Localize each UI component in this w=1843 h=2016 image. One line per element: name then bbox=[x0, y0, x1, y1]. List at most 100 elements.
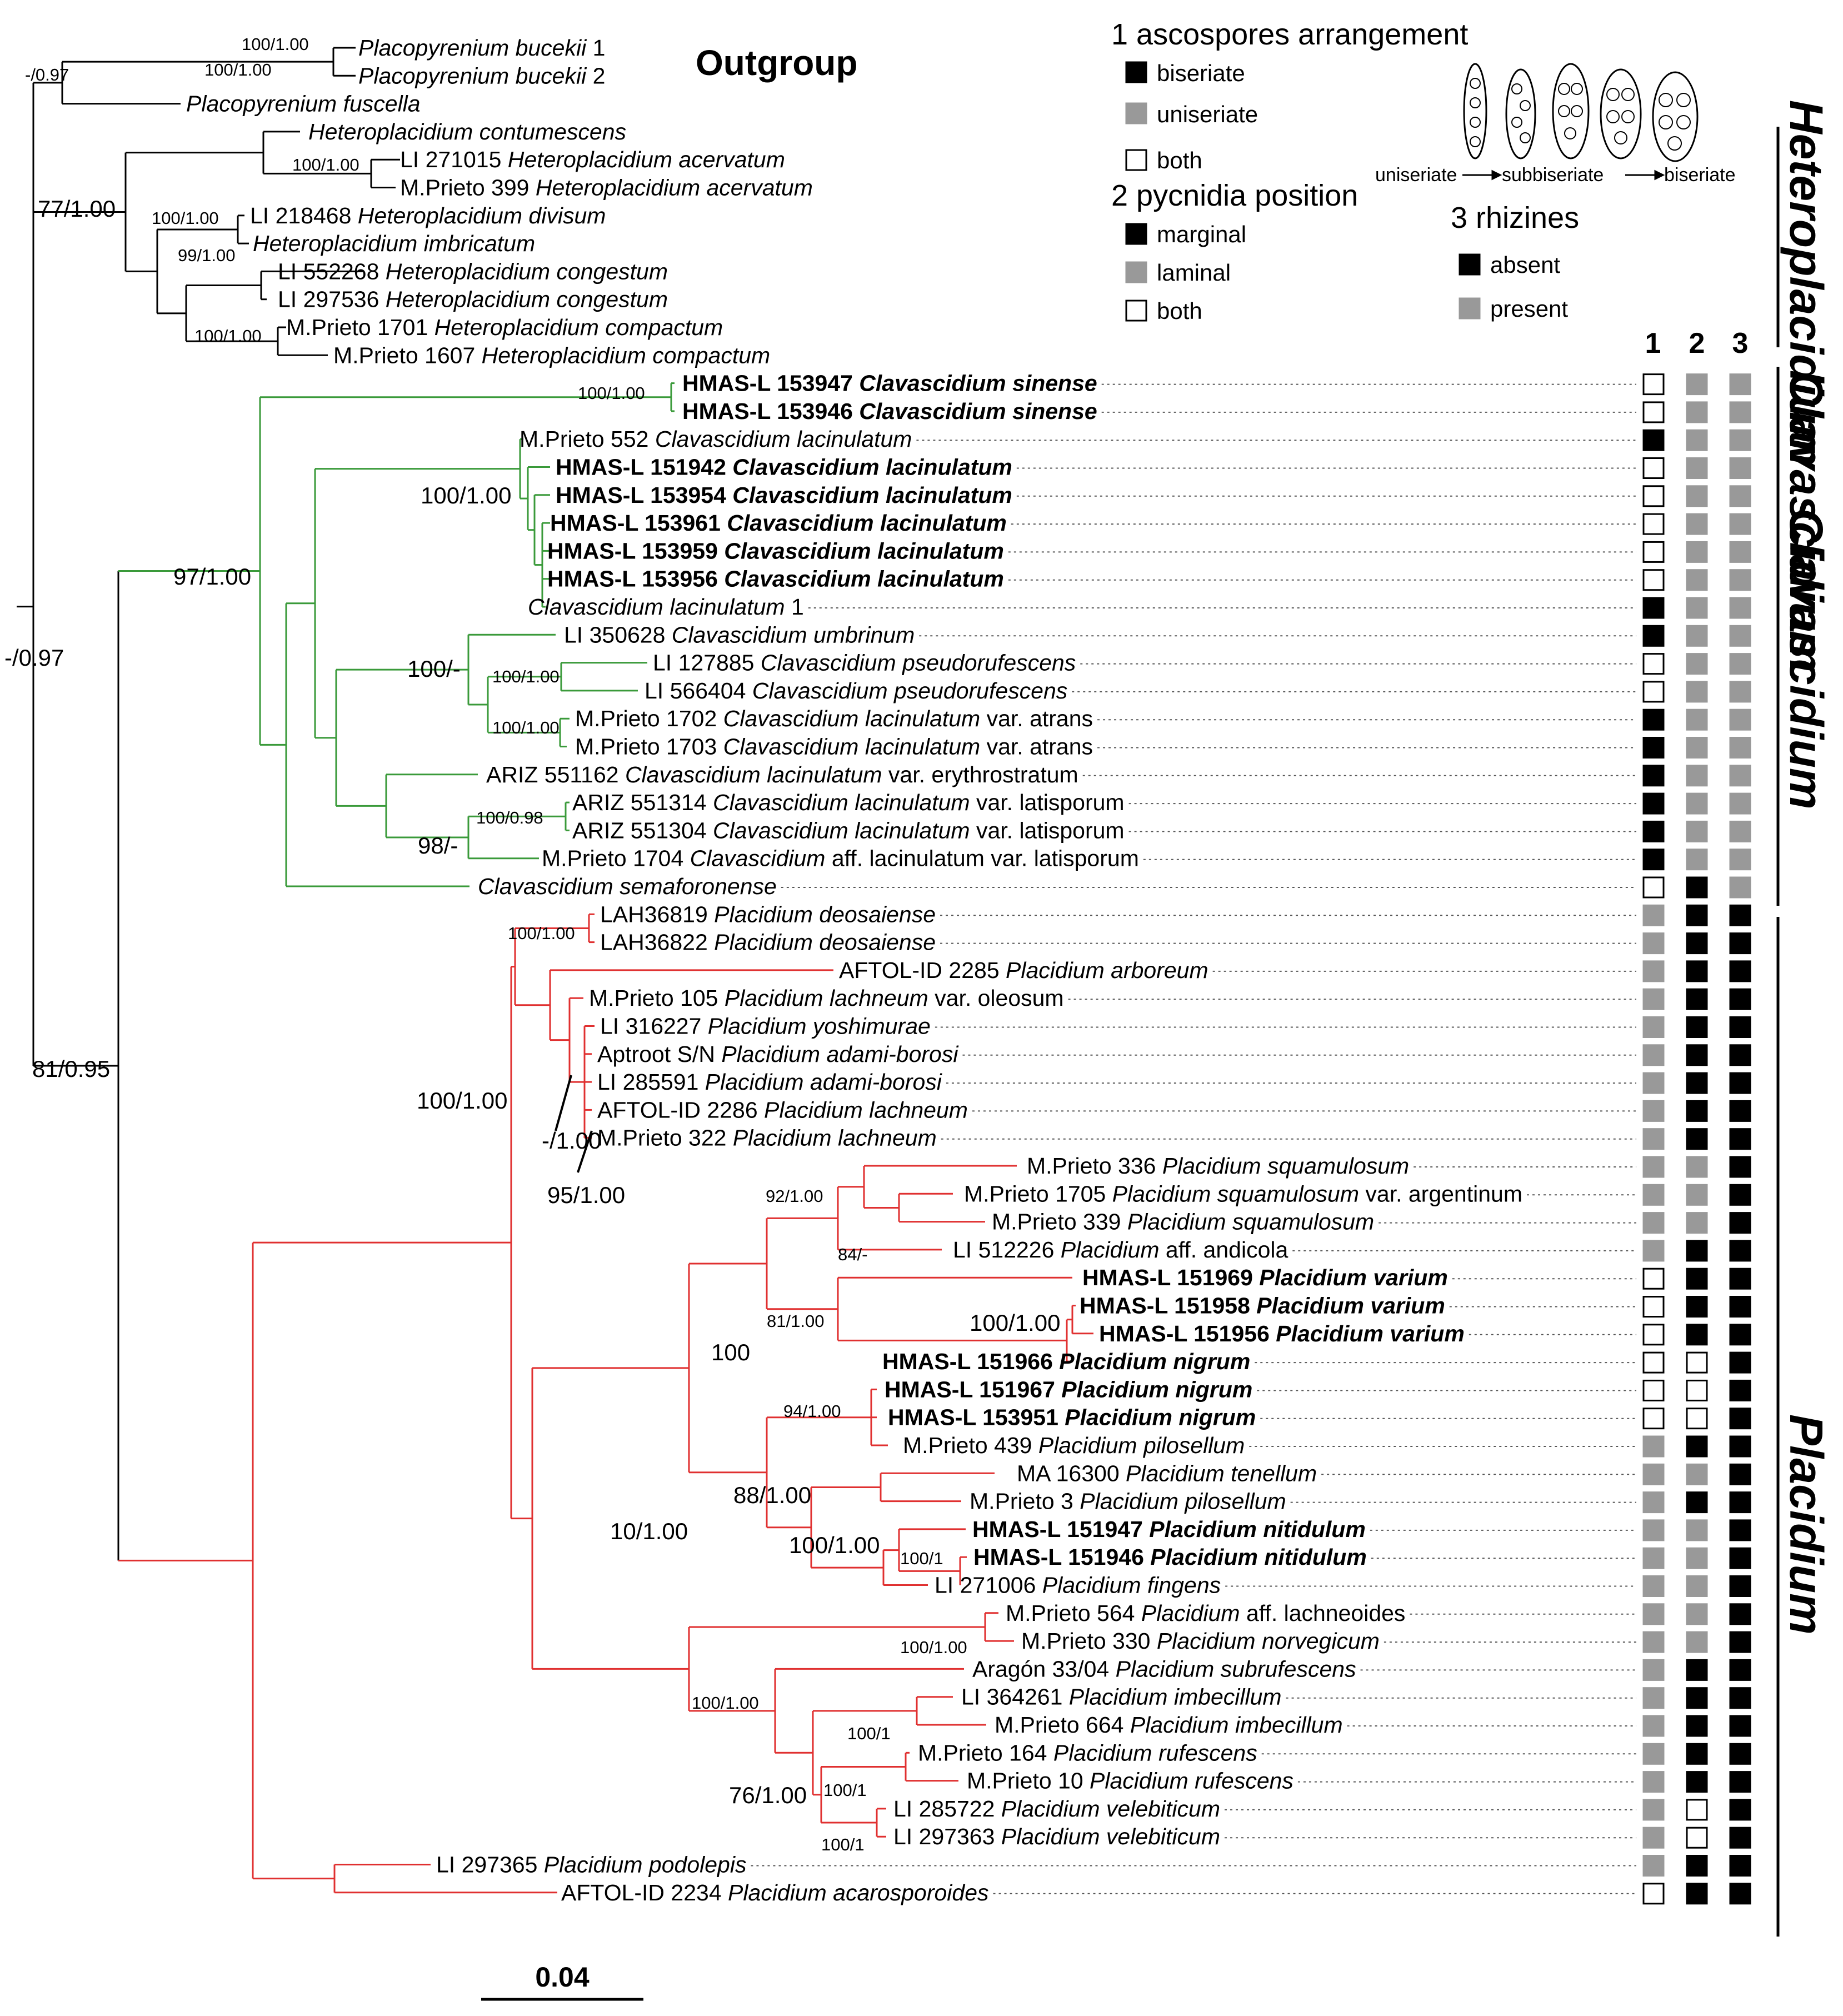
trait-cell-3 bbox=[1729, 1268, 1751, 1290]
tip-voucher: AFTOL-ID 2234 bbox=[561, 1880, 728, 1905]
tip-voucher: M.Prieto 664 bbox=[995, 1712, 1130, 1738]
tip-label: Heteroplacidium imbricatum bbox=[253, 231, 535, 256]
clade-label-heteroplacidium: Heteroplacidium bbox=[1780, 100, 1832, 466]
support-value: 100/1.00 bbox=[789, 1532, 880, 1558]
trait-cell-3 bbox=[1729, 1016, 1751, 1038]
trait-cell-1 bbox=[1642, 1743, 1665, 1765]
tip-label: LI 566404 Clavascidium pseudorufescens bbox=[645, 678, 1067, 703]
stage-label-biseriate: biseriate bbox=[1664, 164, 1736, 186]
tip-voucher: LAH36819 bbox=[600, 901, 714, 927]
trait-cell-1 bbox=[1642, 1827, 1665, 1849]
trait-cell-1 bbox=[1642, 1631, 1665, 1653]
support-value: 92/1.00 bbox=[766, 1186, 823, 1206]
tip-label: M.Prieto 1701 Heteroplacidium compactum bbox=[286, 315, 723, 340]
trait-cell-2 bbox=[1686, 1603, 1708, 1625]
tip-taxon: Clavascidium semaforonense bbox=[478, 874, 777, 899]
tip-voucher: LI 350628 bbox=[564, 622, 672, 647]
legend-label-laminal: laminal bbox=[1157, 260, 1231, 286]
trait-cell-1 bbox=[1642, 681, 1665, 703]
trait-cell-1 bbox=[1642, 1855, 1665, 1877]
trait-cell-1 bbox=[1642, 1575, 1665, 1597]
trait-cell-3 bbox=[1729, 765, 1751, 787]
tip-taxon: Placidium squamulosum bbox=[1127, 1209, 1374, 1235]
trait-cell-2 bbox=[1686, 1491, 1708, 1514]
tip-taxon: Clavascidium lacinulatum bbox=[732, 455, 1012, 480]
tip-voucher: LI 271015 bbox=[400, 147, 508, 172]
tip-label: LI 127885 Clavascidium pseudorufescens bbox=[653, 650, 1076, 676]
trait-column-header-2: 2 bbox=[1689, 327, 1705, 360]
tip-suffix: var. erythrostratum bbox=[882, 762, 1078, 787]
tip-label: HMAS-L 151969 Placidium varium bbox=[1082, 1265, 1448, 1290]
tip-label: Clavascidium lacinulatum 1 bbox=[528, 594, 804, 620]
tip-taxon: Placidium varium bbox=[1256, 1293, 1445, 1319]
tip-taxon: Clavascidium bbox=[690, 846, 826, 871]
trait-cell-3 bbox=[1729, 569, 1751, 591]
tip-voucher: M.Prieto 399 bbox=[400, 175, 536, 201]
legend-label-uniseriate: uniseriate bbox=[1157, 101, 1258, 127]
support-value: 100/1.00 bbox=[692, 1693, 759, 1713]
tip-label: HMAS-L 153961 Clavascidium lacinulatum bbox=[550, 510, 1007, 536]
trait-cell-2 bbox=[1686, 1827, 1708, 1849]
tip-label: HMAS-L 151967 Placidium nigrum bbox=[885, 1376, 1252, 1402]
tip-label: HMAS-L 151958 Placidium varium bbox=[1080, 1293, 1445, 1319]
tip-label: LAH36822 Placidium deosaiense bbox=[600, 930, 936, 955]
trait-cell-3 bbox=[1729, 988, 1751, 1010]
tip-suffix: 1 bbox=[785, 594, 804, 620]
tip-taxon: Placidium bbox=[1061, 1237, 1160, 1263]
ascus-uniseriate-icon bbox=[1463, 63, 1487, 159]
tip-suffix: var. latisporum bbox=[970, 790, 1125, 815]
trait-cell-1 bbox=[1642, 1408, 1665, 1430]
tip-label: AFTOL-ID 2285 Placidium arboreum bbox=[839, 957, 1208, 983]
tip-taxon: Placidium fingens bbox=[1042, 1573, 1221, 1598]
support-value: 95/1.00 bbox=[547, 1182, 625, 1208]
tip-taxon: Placidium nitidulum bbox=[1149, 1516, 1366, 1542]
trait-cell-2 bbox=[1686, 1855, 1708, 1877]
trait-cell-1 bbox=[1642, 1379, 1665, 1401]
trait-cell-3 bbox=[1729, 1240, 1751, 1262]
trait-cell-2 bbox=[1686, 1379, 1708, 1401]
tip-voucher: LI 297363 bbox=[893, 1824, 1001, 1849]
trait-cell-1 bbox=[1642, 1128, 1665, 1150]
trait-cell-1 bbox=[1642, 1659, 1665, 1681]
legend-label-marginal: marginal bbox=[1157, 221, 1246, 247]
stage-label-subbiseriate: subbiseriate bbox=[1502, 164, 1604, 186]
tip-label: LI 285591 Placidium adami-borosi bbox=[597, 1069, 943, 1095]
tip-label: LI 285722 Placidium velebiticum bbox=[893, 1796, 1220, 1822]
tip-taxon: Placidium nitidulum bbox=[1150, 1544, 1367, 1570]
trait-cell-3 bbox=[1729, 1491, 1751, 1514]
tip-voucher: AFTOL-ID 2286 bbox=[597, 1097, 764, 1122]
stage-label-uniseriate: uniseriate bbox=[1375, 164, 1457, 186]
trait-cell-2 bbox=[1686, 988, 1708, 1010]
trait-cell-2 bbox=[1686, 932, 1708, 955]
tip-voucher: HMAS-L 153954 bbox=[556, 482, 732, 508]
trait-cell-3 bbox=[1729, 1072, 1751, 1094]
trait-cell-1 bbox=[1642, 765, 1665, 787]
trait-cell-3 bbox=[1729, 625, 1751, 647]
trait-cell-1 bbox=[1642, 1044, 1665, 1066]
tip-voucher: M.Prieto 1704 bbox=[542, 846, 690, 871]
trait-cell-2 bbox=[1686, 597, 1708, 619]
tip-taxon: Placidium lachneum bbox=[733, 1125, 937, 1151]
trait-cell-1 bbox=[1642, 597, 1665, 619]
legend-swatch-absent bbox=[1459, 253, 1481, 276]
trait-cell-2 bbox=[1686, 1435, 1708, 1458]
trait-cell-3 bbox=[1729, 849, 1751, 871]
trait-cell-2 bbox=[1686, 457, 1708, 479]
support-value: 100/1.00 bbox=[421, 482, 512, 508]
trait-cell-2 bbox=[1686, 708, 1708, 731]
legend-swatch-uniseriate bbox=[1125, 102, 1147, 124]
trait-cell-1 bbox=[1642, 541, 1665, 563]
trait-cell-1 bbox=[1642, 708, 1665, 731]
trait-cell-2 bbox=[1686, 1883, 1708, 1905]
trait-cell-3 bbox=[1729, 792, 1751, 815]
tip-voucher: LI 297365 bbox=[436, 1852, 544, 1878]
trait-cell-3 bbox=[1729, 1351, 1751, 1374]
tip-suffix: var. latisporum bbox=[970, 817, 1125, 843]
trait-cell-1 bbox=[1642, 625, 1665, 647]
tip-suffix: var. argentinum bbox=[1359, 1181, 1522, 1206]
support-pointer-2 bbox=[577, 1130, 593, 1173]
ascus-stage-illustration bbox=[1463, 63, 1699, 162]
tip-voucher: HMAS-L 153961 bbox=[550, 510, 727, 536]
trait-cell-2 bbox=[1686, 904, 1708, 926]
trait-cell-2 bbox=[1686, 1268, 1708, 1290]
